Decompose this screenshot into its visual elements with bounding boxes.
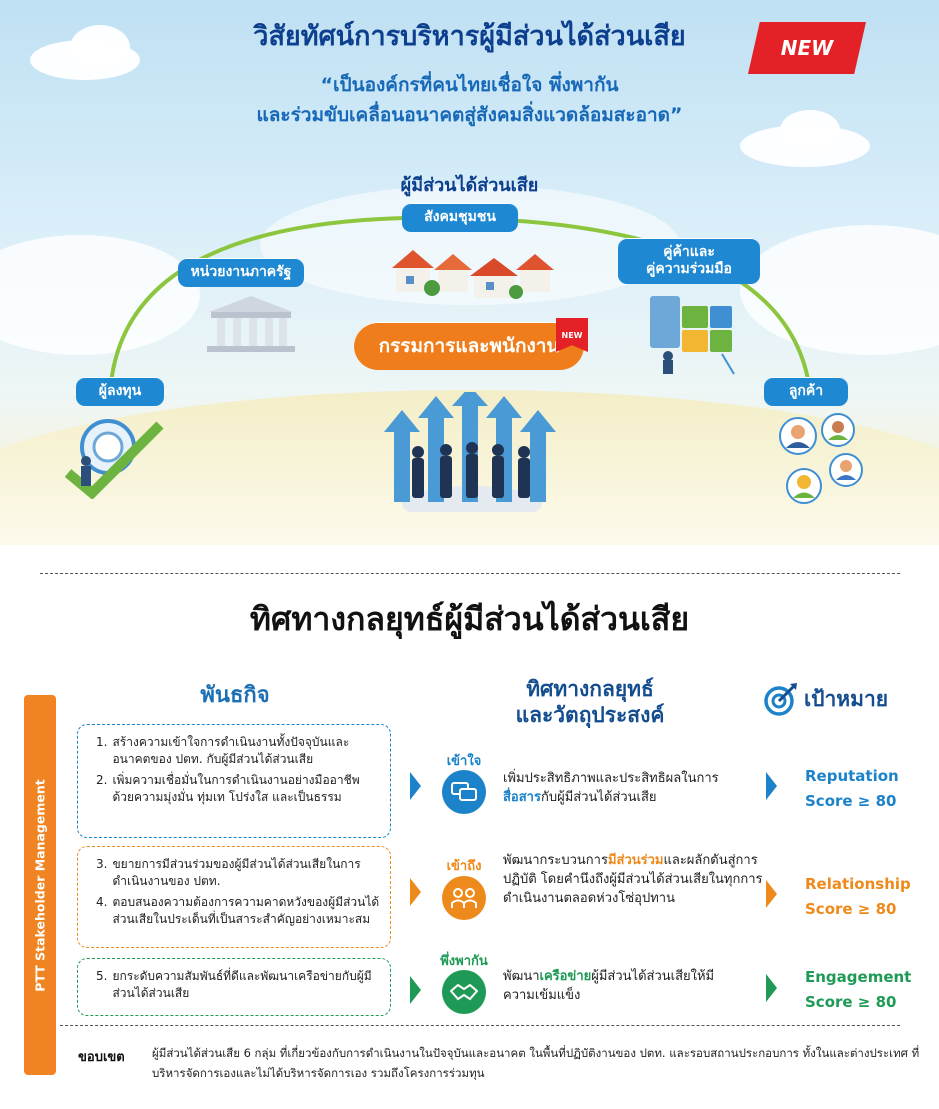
pill-partners: คู่ค้าและ คู่ความร่วมมือ xyxy=(618,238,760,284)
employees-illustration xyxy=(384,392,556,512)
arrow-icon xyxy=(766,772,777,800)
scope-divider xyxy=(60,1025,900,1026)
goal-relationship: Relationship Score ≥ 80 xyxy=(805,875,911,918)
goal-engagement: Engagement Score ≥ 80 xyxy=(805,968,912,1011)
pill-partners-line1: คู่ค้าและ xyxy=(663,244,715,261)
col-goal-heading: เป้าหมาย xyxy=(764,682,888,716)
cloud xyxy=(70,25,130,70)
row-desc-rely: พัฒนาเครือข่ายผู้มีส่วนได้ส่วนเสียให้มีค… xyxy=(503,969,715,1003)
puzzle-illustration xyxy=(650,296,735,375)
handshake-icon xyxy=(442,970,486,1014)
mission-item: 4.ตอบสนองความต้องการความคาดหวังของผู้มีส… xyxy=(96,894,380,927)
vision-quote-line2: และร่วมขับเคลื่อนอนาคตสู่สังคมสิ่งแวดล้อ… xyxy=(256,104,683,126)
row-desc-understand: เพิ่มประสิทธิภาพและประสิทธิผลในการสื่อสา… xyxy=(503,771,719,805)
scope-text: ผู้มีส่วนได้ส่วนเสีย 6 กลุ่ม ที่เกี่ยวข้… xyxy=(152,1046,920,1080)
mission-item: 1.สร้างความเข้าใจการดำเนินงานทั้งปัจจุบั… xyxy=(96,735,350,767)
col-direction-heading: ทิศทางกลยุทธ์ และวัตถุประสงค์ xyxy=(470,676,710,729)
vision-section: วิสัยทัศน์การบริหารผู้มีส่วนได้ส่วนเสีย … xyxy=(0,0,939,545)
mission-box-green: 5.ยกระดับความสัมพันธ์ที่ดีและพัฒนาเครือข… xyxy=(77,958,391,1016)
pill-partners-line2: คู่ความร่วมมือ xyxy=(646,261,732,277)
government-building-icon xyxy=(207,296,295,352)
arrow-icon xyxy=(766,880,777,908)
section-divider xyxy=(40,573,900,574)
vision-title: วิสัยทัศน์การบริหารผู้มีส่วนได้ส่วนเสีย xyxy=(253,21,686,52)
pill-investors: ผู้ลงทุน xyxy=(76,377,164,406)
employees-new-badge: NEW xyxy=(556,318,588,352)
row-desc-access: พัฒนากระบวนการมีส่วนร่วมและผลักดันสู่การ… xyxy=(503,853,763,906)
pill-employees: กรรมการและพนักงาน xyxy=(354,322,584,370)
pill-customers: ลูกค้า xyxy=(764,377,848,406)
arrow-icon xyxy=(410,772,421,800)
chat-icon xyxy=(442,770,486,814)
arrow-icon xyxy=(410,976,421,1004)
mission-box-blue: 1.สร้างความเข้าใจการดำเนินงานทั้งปัจจุบั… xyxy=(77,724,391,838)
mission-item: 5.ยกระดับความสัมพันธ์ที่ดีและพัฒนาเครือข… xyxy=(96,969,372,1001)
mission-item: 3.ขยายการมีส่วนร่วมของผู้มีส่วนได้ส่วนเส… xyxy=(96,857,361,889)
row-tag-rely: พึ่งพากัน xyxy=(440,954,488,969)
arrow-icon xyxy=(410,878,421,906)
investor-icon xyxy=(64,419,164,499)
col-mission-heading: พันธกิจ xyxy=(200,683,270,708)
col-goal-label: เป้าหมาย xyxy=(804,686,889,711)
people-icon xyxy=(442,876,486,920)
target-icon xyxy=(764,683,797,716)
row-tag-access: เข้าถึง xyxy=(446,859,482,874)
strategy-title: ทิศทางกลยุทธ์ผู้มีส่วนได้ส่วนเสีย xyxy=(249,600,690,638)
cloud xyxy=(740,225,939,355)
pill-community: สังคมชุมชน xyxy=(402,203,518,232)
vision-quote-line1: “เป็นองค์กรที่คนไทยเชื่อใจ พึ่งพากัน xyxy=(320,74,619,96)
cloud xyxy=(780,110,840,150)
sidebar-label-text: PTT Stakeholder Management xyxy=(32,778,48,992)
mission-item: 2.เพิ่มความเชื่อมั่นในการดำเนินงานอย่างม… xyxy=(96,772,360,805)
new-badge: NEW xyxy=(748,22,866,74)
row-tag-understand: เข้าใจ xyxy=(446,754,482,769)
goal-reputation: Reputation Score ≥ 80 xyxy=(805,767,899,810)
col-direction-line2: และวัตถุประสงค์ xyxy=(515,703,665,728)
stakeholders-heading: ผู้มีส่วนได้ส่วนเสีย xyxy=(400,175,539,196)
houses-illustration xyxy=(392,250,554,299)
arrow-icon xyxy=(766,974,777,1002)
mission-box-orange: 3.ขยายการมีส่วนร่วมของผู้มีส่วนได้ส่วนเส… xyxy=(77,846,391,948)
customers-icon xyxy=(779,413,863,504)
cloud xyxy=(0,235,200,355)
pill-government: หน่วยงานภาครัฐ xyxy=(178,258,304,287)
sidebar-label: PTT Stakeholder Management xyxy=(24,695,56,1075)
scope-label: ขอบเขต xyxy=(78,1050,125,1065)
col-direction-line1: ทิศทางกลยุทธ์ xyxy=(526,677,654,701)
